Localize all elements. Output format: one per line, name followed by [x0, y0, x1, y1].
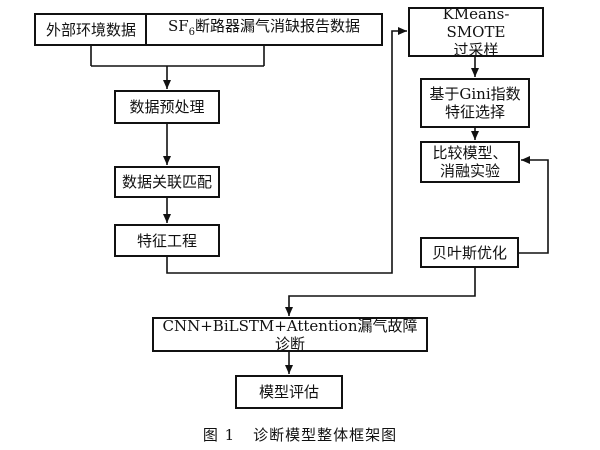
figure-number: 图 1 [202, 426, 236, 444]
gini-selection-label-line2: 特征选择 [444, 103, 505, 121]
feature-eng-label: 特征工程 [136, 231, 197, 250]
kmeans-smote-label-line1: KMeans-SMOTE [442, 5, 510, 41]
arrow-feature-to-kmeans [166, 27, 407, 274]
cnn-diagnosis-label: CNN+BiLSTM+Attention漏气故障诊断 [162, 316, 418, 353]
sf6-data-box: SF6断路器漏气消缺报告数据 [145, 13, 383, 46]
compare-ablation-box: 比较模型、 消融实验 [420, 141, 520, 183]
sf6-data-label-post: 断路器漏气消缺报告数据 [195, 17, 361, 35]
gini-selection-box: 基于Gini指数 特征选择 [420, 78, 530, 128]
kmeans-smote-label-line2: 过采样 [453, 41, 499, 59]
env-data-box: 外部环境数据 [34, 13, 148, 46]
compare-ablation-label-line1: 比较模型、 [432, 144, 508, 162]
feature-eng-box: 特征工程 [114, 224, 220, 257]
gini-selection-label-line1: 基于Gini指数 [429, 85, 521, 103]
model-eval-label: 模型评估 [258, 383, 319, 401]
bayes-opt-label: 贝叶斯优化 [431, 243, 507, 262]
model-eval-box: 模型评估 [235, 375, 343, 409]
preprocess-box: 数据预处理 [114, 90, 220, 124]
association-label: 数据关联匹配 [121, 173, 212, 191]
sf6-data-label-sub: 6 [188, 27, 196, 38]
env-data-label: 外部环境数据 [45, 20, 136, 39]
preprocess-label: 数据预处理 [129, 98, 205, 116]
compare-ablation-label-line2: 消融实验 [439, 162, 500, 180]
sf6-data-label-pre: SF [167, 17, 189, 35]
association-box: 数据关联匹配 [114, 166, 220, 198]
bayes-opt-box: 贝叶斯优化 [420, 237, 519, 268]
figure-title: 诊断模型整体框架图 [253, 426, 398, 444]
arrow-bayes-to-cnn [285, 268, 476, 316]
cnn-diagnosis-box: CNN+BiLSTM+Attention漏气故障诊断 [152, 316, 428, 353]
sf6-data-label: SF6断路器漏气消缺报告数据 [168, 17, 360, 42]
arrow-bayes-to-compare [519, 156, 549, 254]
figure-caption: 图 1 诊断模型整体框架图 [0, 424, 600, 445]
kmeans-smote-box: KMeans-SMOTE 过采样 [408, 5, 544, 59]
